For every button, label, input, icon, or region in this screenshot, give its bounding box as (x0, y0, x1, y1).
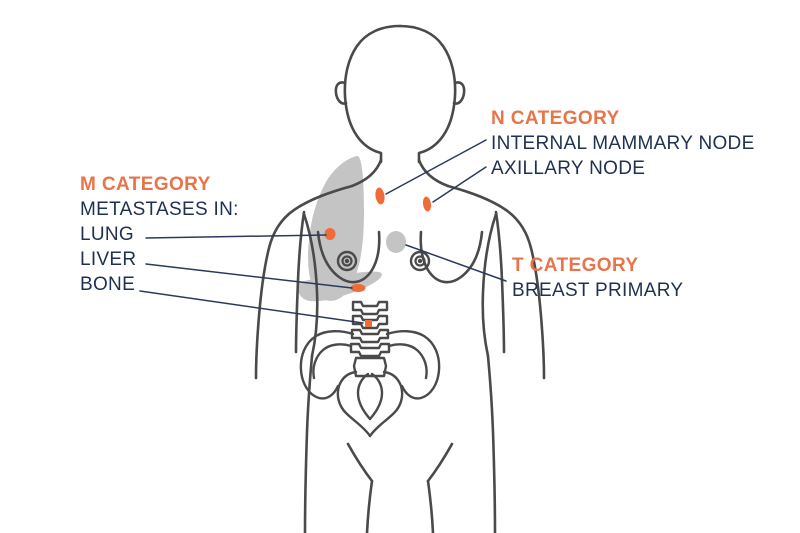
t-category-heading: T CATEGORY (512, 255, 639, 276)
n-category-item-internal-mammary-node: INTERNAL MAMMARY NODE (491, 133, 755, 154)
liver-metastasis-marker (350, 284, 366, 292)
t-category-item-breast-primary: BREAST PRIMARY (512, 280, 684, 301)
torso-left-outline (302, 212, 319, 358)
head-outline-right (398, 24, 457, 164)
leader-line-bone (139, 290, 364, 324)
groin-left-outline (346, 442, 374, 483)
n-category-label-block: N CATEGORY INTERNAL MAMMARY NODE AXILLAR… (491, 106, 755, 181)
right-thigh-outline (486, 354, 497, 533)
axillary-node-marker (422, 196, 432, 212)
spine-shape (349, 300, 391, 378)
inner-left-thigh-outline (365, 479, 374, 533)
internal-mammary-node-marker (375, 187, 385, 205)
m-category-label-block: M CATEGORY METASTASES IN: LUNG LIVER BON… (80, 172, 239, 297)
neck-right-outline (417, 158, 450, 188)
right-breast-outline (419, 230, 484, 284)
inner-right-thigh-outline (426, 479, 435, 533)
lung-metastasis-marker (324, 228, 336, 240)
right-nipple-icon (409, 250, 431, 272)
head-outline (343, 24, 402, 164)
m-category-item-liver: LIVER (80, 249, 137, 270)
m-category-item-bone: BONE (80, 274, 136, 295)
left-arm-inner-outline (294, 210, 306, 354)
breast-primary-tumor-marker (386, 231, 406, 253)
bone-metastasis-marker (365, 320, 372, 327)
right-ear-outline (452, 81, 466, 105)
pelvis-shape (299, 330, 441, 438)
neck-left-outline (350, 158, 383, 188)
left-nipple-icon (336, 250, 358, 272)
n-category-item-axillary-node: AXILLARY NODE (491, 158, 646, 179)
groin-right-outline (426, 442, 454, 483)
right-arm-inner-outline (494, 210, 506, 354)
leader-line-breast-primary (405, 244, 507, 282)
left-ear-outline (334, 81, 348, 105)
n-category-heading: N CATEGORY (491, 108, 620, 129)
torso-right-outline (481, 212, 498, 358)
leader-line-axillary-node (432, 166, 487, 203)
m-category-item-lung: LUNG (80, 224, 134, 245)
t-category-label-block: T CATEGORY BREAST PRIMARY (512, 253, 683, 303)
right-arm-outer-outline (446, 184, 546, 380)
leader-line-liver (145, 263, 353, 289)
m-category-subtitle: METASTASES IN: (80, 199, 239, 220)
m-category-heading: M CATEGORY (80, 174, 211, 195)
leader-line-internal-mammary-node (385, 139, 487, 195)
leader-line-lung (145, 234, 327, 239)
left-breast-outline (316, 230, 381, 284)
left-thigh-outline (303, 354, 314, 533)
left-arm-outer-outline (254, 184, 354, 380)
